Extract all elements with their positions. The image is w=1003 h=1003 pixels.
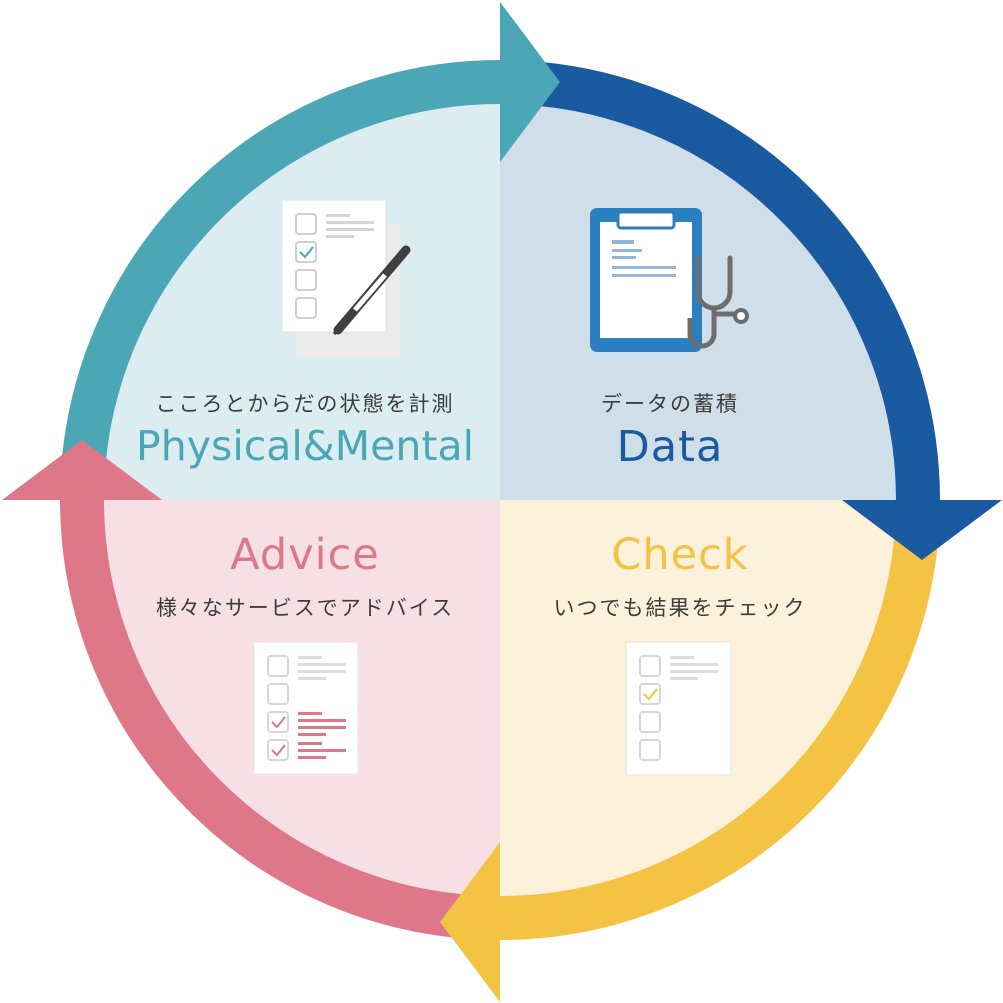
checklist-with-pen-icon [281, 199, 411, 358]
check-title: Check [611, 530, 749, 580]
ring-arc-physical-mental [60, 60, 501, 501]
ring-arc-advice [60, 499, 501, 940]
advice-title: Advice [230, 530, 380, 580]
arrowhead-advice [2, 440, 162, 500]
data-subtitle: データの蓄積 [601, 392, 739, 416]
arrowhead-data [842, 500, 1002, 560]
data-title: Data [616, 422, 724, 472]
check-subtitle: いつでも結果をチェック [553, 596, 807, 620]
physical-mental-subtitle: こころとからだの状態を計測 [155, 392, 455, 416]
physical-mental-title: Physical&Mental [136, 422, 474, 470]
clipboard-stethoscope-icon [590, 208, 749, 352]
ring-arc-data [499, 60, 940, 501]
arrowhead-check [440, 842, 500, 1002]
checklist-icon-check [625, 641, 732, 776]
checklist-icon-advice [253, 641, 359, 775]
advice-subtitle: 様々なサービスでアドバイス [155, 596, 455, 620]
ring-arc-check [499, 499, 940, 940]
arrowhead-physical-mental [500, 2, 560, 162]
